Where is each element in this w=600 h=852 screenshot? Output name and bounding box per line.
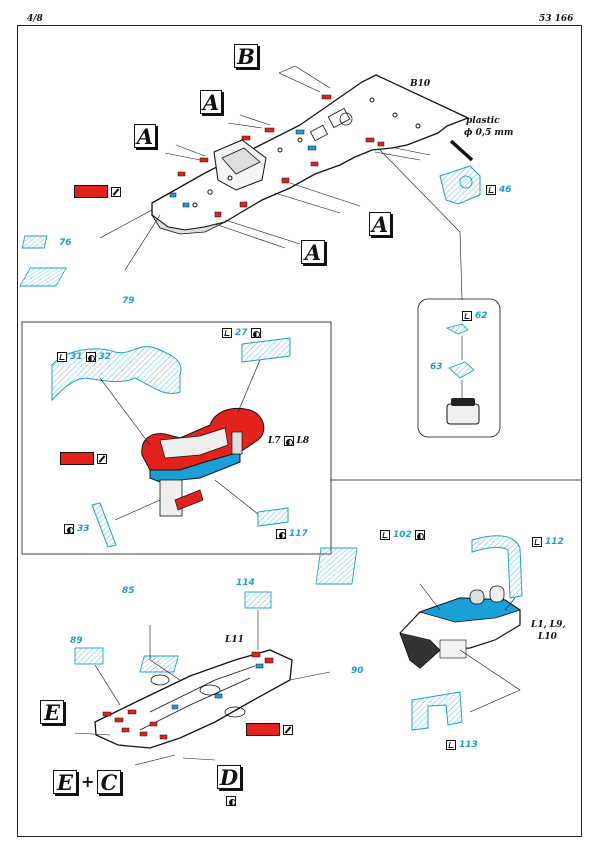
part-number-31: 31 [70,352,83,362]
label-l7: L7 [268,436,281,446]
bend-icon [446,740,456,750]
part-33 [91,502,117,548]
page-frame [17,25,582,837]
part-102 [315,547,358,585]
flip-icon [85,352,96,362]
part-79 [19,267,67,287]
knife-icon [283,724,293,735]
part-number-117: 117 [289,529,308,539]
bend-icon [462,311,472,321]
part-number-76: 76 [59,238,72,248]
part-46 [439,139,481,205]
inset-box-engine [21,321,332,555]
letter-box-d: D [217,765,241,790]
letter-box-b: B [234,44,258,69]
part-number-102: 102 [393,530,412,540]
paint-swatch-red [74,185,108,198]
part-number-89: 89 [70,636,83,646]
knife-icon [97,453,107,464]
flip-icon [414,530,425,540]
paint-swatch-red [246,723,280,736]
bend-icon [57,352,67,362]
part-number-113: 113 [459,740,478,750]
flip-icon [283,436,294,446]
part-number-85: 85 [122,586,135,596]
part-number-32: 32 [98,352,112,362]
part-114 [244,591,272,609]
part-90 [139,655,179,673]
label-b10: B10 [410,79,431,89]
part-117 [257,507,289,527]
letter-box-e: E [40,700,64,725]
bend-icon [380,530,390,540]
engine-block [141,407,265,517]
part-number-62: 62 [475,311,488,321]
bend-icon [486,185,496,195]
flip-icon [64,524,74,534]
label-l1-l9: L1, L9, [531,620,566,630]
letter-box-a: A [369,212,391,237]
plus-sign: + [81,772,95,791]
letter-box-e: E [53,770,77,795]
label-l8: L8 [296,436,310,446]
part-number-90: 90 [351,666,364,676]
label-rod-size: ϕ 0,5 mm [464,128,514,138]
flip-icon [226,796,236,806]
hull-front-assembly [399,585,521,669]
knife-icon [111,186,121,197]
paint-swatch-red [60,452,94,465]
page-number: 4/8 [27,14,43,24]
part-number-27: 27 [235,328,248,338]
bend-icon [222,328,232,338]
part-number-33: 33 [77,524,90,534]
inset-box-rod [417,298,501,438]
part-89 [74,647,104,665]
part-number-114: 114 [236,578,255,588]
part-113 [411,691,463,731]
part-number-112: 112 [545,537,564,547]
letter-box-a: A [301,240,325,265]
label-l10: L10 [538,632,557,642]
part-76 [21,235,48,249]
chassis-lower [94,649,293,749]
part-62-63 [445,323,480,425]
part-number-79: 79 [122,296,135,306]
part-number-63: 63 [430,362,443,372]
letter-box-a: A [134,124,156,149]
flip-icon [276,529,286,539]
kit-code: 53 166 [539,14,574,24]
part-31-32 [51,346,182,402]
flip-icon [250,328,261,338]
letter-box-a: A [200,90,222,115]
part-112 [471,535,523,599]
part-27 [241,337,291,363]
letter-box-c: C [97,770,121,795]
label-plastic: plastic [466,116,500,126]
chassis-plate-b10 [151,74,470,235]
part-number-46: 46 [499,185,512,195]
label-l11: L11 [225,635,244,645]
bend-icon [532,537,542,547]
